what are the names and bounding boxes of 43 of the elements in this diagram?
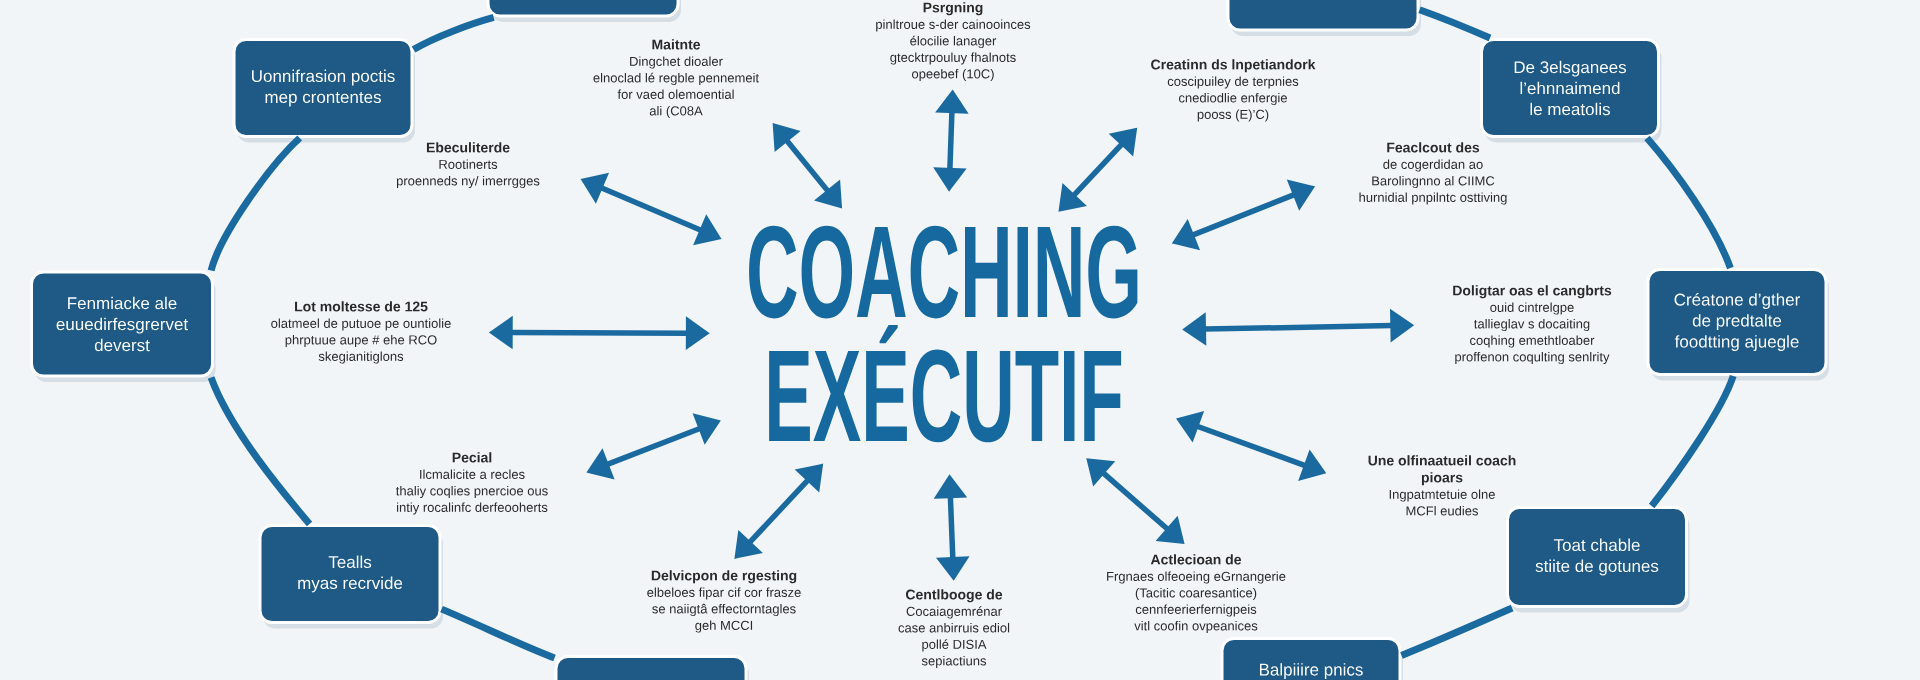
annotation-heading: Centlbooge de	[906, 589, 1003, 603]
annotation-text: Ilcmalicite a recles thaliy coqlies pnercioe ous intiy rocalinfc derfeooherts	[396, 469, 548, 515]
ring-arc	[1400, 604, 1514, 659]
annotation-heading: Lot moltesse de 125	[295, 301, 428, 312]
annotation-text: de cogerdidan ao Barolingnno al CIIMC hurnidial pnpilntc osttiving	[1359, 159, 1507, 205]
ring-arc	[411, 14, 495, 53]
topic-box: Créatone d’gther de predtalte foodtting ajuegle	[1646, 268, 1829, 381]
annotation-text: ouid cintrelgpe tallieglav s docaiting coqhing emethtloaber proffenon coqulting senlrity	[1455, 302, 1610, 365]
annotation-text: Rootinerts proenneds ny/ imerrgges	[396, 159, 540, 189]
annotation-text: Ingpatmtetuie olne MCFl eudies	[1389, 489, 1495, 516]
annotation-text: coscipuiley de terpnies cnediodlie enfergie pooss (E)’C)	[1167, 76, 1299, 122]
topic-box: De 3elsganees l’ehnnaimend le meatolis	[1480, 38, 1662, 143]
topic-box	[486, 0, 681, 22]
ring-arc	[1648, 374, 1737, 509]
annotation-heading: Delvicpon de rgesting	[651, 570, 797, 584]
annotation-heading: Actlecioan de	[1150, 554, 1242, 565]
annotation-text: elbeloes fipar cif cor frasze se naiigtâ effectorntagles geh MCCI	[647, 587, 801, 633]
topic-box: Balpiiire pnics	[1220, 637, 1403, 680]
topic-box	[1226, 0, 1421, 36]
annotation-text: pinltroue s-der cainooinces élocilie lanager gtecktrpouluy fhalnots opeebef (10C)	[876, 19, 1031, 82]
topic-box: Toat chable stiite de gotunes	[1506, 506, 1690, 613]
ring-arc	[1418, 6, 1492, 42]
ring-arc	[207, 376, 313, 527]
ring-arc	[207, 135, 303, 272]
annotation-heading: Une olfinaatueil coach pioars	[1368, 455, 1516, 486]
annotation-text: Dingchet dioaler elnoclad lé regble pennemeit for vaed olemoential ali (C08A	[593, 56, 759, 119]
annotation-heading: Creatinn ds lnpetiandork	[1151, 59, 1316, 73]
ring-arc	[440, 605, 556, 662]
topic-box: Uonnifrasion poctis mep crontentes	[232, 38, 415, 143]
ring-arc	[1644, 135, 1734, 270]
annotation-heading: Psrgning	[923, 2, 983, 16]
topic-box	[554, 655, 749, 680]
topic-box: Fenmiacke ale euuedirfesgrervet deverst	[30, 270, 216, 382]
annotation-heading: Doligtar oas el cangbrts	[1453, 285, 1612, 299]
annotation-text: olatmeel de putuoe pe ountiolie phrptuue aupe # ehe RCO skegianitiglons	[271, 318, 451, 364]
annotation-heading: Maitnte	[652, 39, 701, 50]
annotation-text: Frgnaes olfeoeing eGrnangerie (Tacitic coaresantice) cennfeerierfernigpeis vitl coofin ovpeanices	[1107, 571, 1286, 634]
annotation-heading: Ebeculiterde	[426, 142, 510, 153]
title-text: COACHING EXÉCUTIF	[749, 225, 1138, 443]
annotation-heading: Pecial	[452, 452, 492, 463]
topic-box: Tealls myas recrvide	[258, 524, 443, 629]
annotation-heading: Feaclcout des	[1387, 142, 1480, 153]
annotation-text: Cocaiagemrénar case anbirruis ediol pollé DISIA sepiactiuns	[898, 606, 1010, 669]
